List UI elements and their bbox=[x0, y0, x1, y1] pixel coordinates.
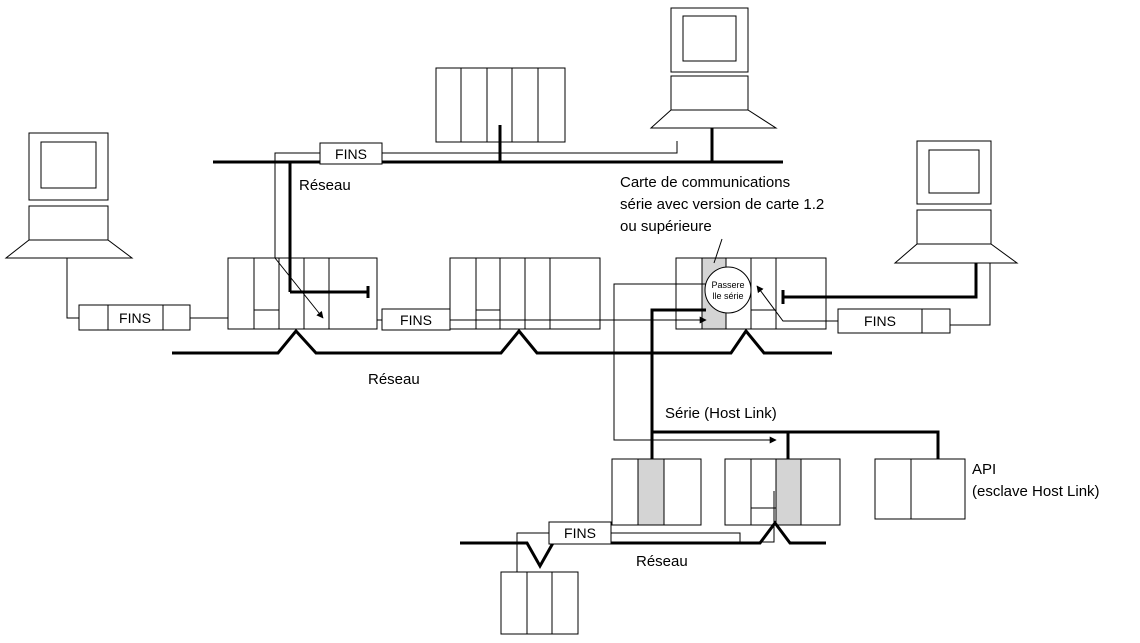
middle-network: Réseau bbox=[172, 328, 832, 388]
computer-top-right bbox=[649, 7, 778, 162]
fins-label-top: FINS bbox=[335, 146, 367, 162]
computer-left bbox=[4, 132, 134, 259]
top-network: Réseau bbox=[213, 160, 783, 194]
api-slave-label: (esclave Host Link) bbox=[972, 483, 1100, 500]
fins-label-right: FINS bbox=[864, 313, 896, 329]
fins-path-bottom: FINS bbox=[516, 491, 775, 605]
bottom-small-plc bbox=[500, 571, 579, 635]
gateway-node-label-2: lle série bbox=[712, 291, 743, 301]
serial-gateway-node bbox=[704, 266, 752, 314]
api-plc: API (esclave Host Link) bbox=[874, 458, 1100, 520]
gateway-card-label-3: ou supérieure bbox=[620, 218, 712, 235]
bottom-network-label: Réseau bbox=[636, 553, 688, 570]
fins-label-center: FINS bbox=[400, 312, 432, 328]
top-plc bbox=[435, 67, 566, 162]
gateway-card-label: Carte de communications série avec versi… bbox=[620, 174, 824, 264]
gateway-card-label-1: Carte de communications bbox=[620, 174, 790, 191]
api-label: API bbox=[972, 461, 996, 478]
serial-host-link-label: Série (Host Link) bbox=[665, 405, 777, 422]
middle-left-plc bbox=[227, 162, 378, 330]
gateway-card-label-2: série avec version de carte 1.2 bbox=[620, 196, 824, 213]
middle-right-plc: Passere lle série bbox=[675, 257, 827, 330]
top-network-label: Réseau bbox=[299, 177, 351, 194]
bottom-plc-center bbox=[724, 458, 841, 526]
bottom-network: Réseau bbox=[460, 520, 826, 570]
middle-network-label: Réseau bbox=[368, 371, 420, 388]
fins-path-top: FINS bbox=[274, 141, 678, 258]
computer-right bbox=[781, 140, 1019, 304]
middle-center-plc bbox=[449, 257, 601, 330]
fins-path-left: FINS bbox=[66, 258, 228, 331]
fins-label-left: FINS bbox=[119, 310, 151, 326]
bottom-plc-left bbox=[611, 458, 702, 526]
gateway-node-label-1: Passere bbox=[711, 280, 744, 290]
fins-path-right: FINS bbox=[756, 263, 991, 334]
fins-path-center: FINS bbox=[377, 308, 707, 331]
fins-label-bottom: FINS bbox=[564, 525, 596, 541]
